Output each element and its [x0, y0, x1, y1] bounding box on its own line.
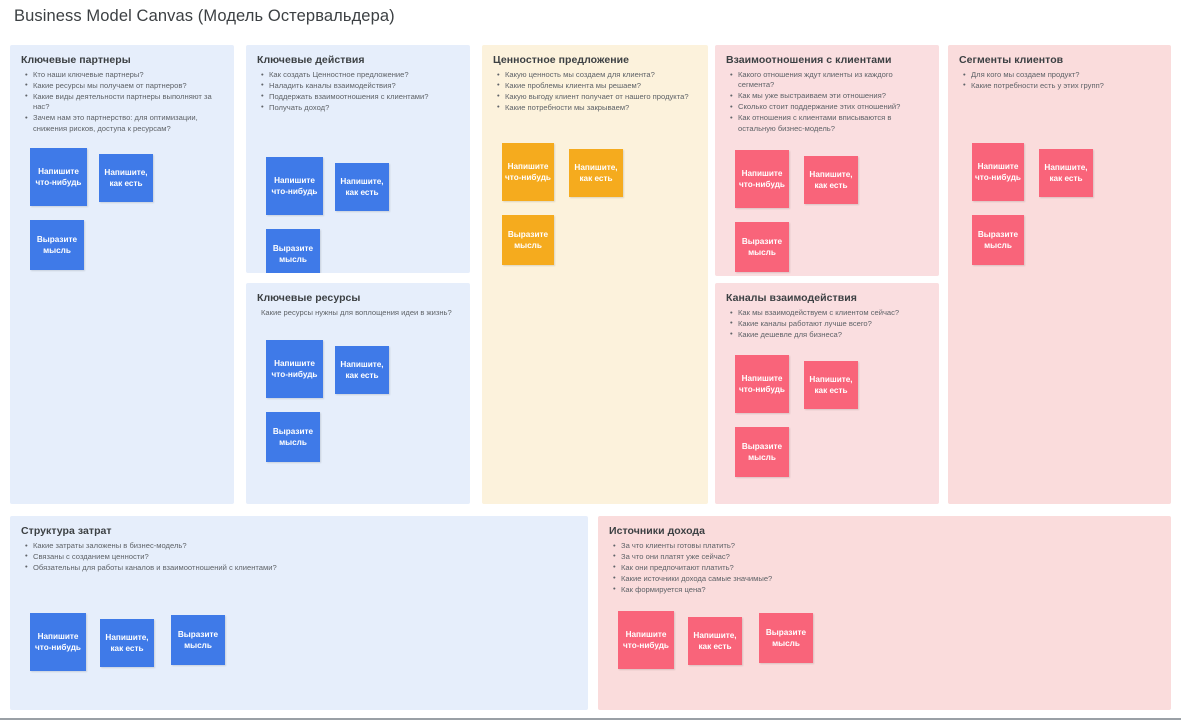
sticky-note-write-as-is[interactable]: Напишите, как есть [335, 346, 389, 395]
sticky-note-write-something[interactable]: Напишите что-нибудь [972, 143, 1024, 202]
sticky-note-write-something[interactable]: Напишите что-нибудь [266, 340, 323, 399]
sticky-note-write-as-is[interactable]: Напишите, как есть [804, 361, 858, 410]
block-customer-relationships[interactable]: Взаимоотношения с клиентами Какого отнош… [715, 45, 939, 276]
sticky-note-write-as-is[interactable]: Напишите, как есть [1039, 149, 1093, 198]
sticky-note-write-something[interactable]: Напишите что-нибудь [735, 355, 789, 414]
sticky-note-write-as-is[interactable]: Напишите, как есть [99, 153, 153, 202]
question-item: Какую ценность мы создаем для клиента? [497, 69, 697, 80]
question-item: Какие виды деятельности партнеры выполня… [25, 91, 223, 113]
block-channels[interactable]: Каналы взаимодействия Как мы взаимодейст… [715, 283, 939, 504]
sticky-note-write-something[interactable]: Напишите что-нибудь [266, 157, 323, 216]
block-revenue-streams[interactable]: Источники дохода За что клиенты готовы п… [598, 516, 1171, 710]
block-customer-segments[interactable]: Сегменты клиентов Для кого мы создаем пр… [948, 45, 1171, 504]
question-list-cost-structure: Какие затраты заложены в бизнес-модель? … [25, 540, 577, 573]
block-title-customer-segments: Сегменты клиентов [959, 54, 1064, 66]
block-title-key-activities: Ключевые действия [257, 54, 365, 66]
sticky-note-write-as-is[interactable]: Напишите, как есть [688, 617, 742, 666]
sticky-note-express-thought[interactable]: Выразите мысль [30, 219, 84, 270]
question-list-customer-relationships: Какого отношения ждут клиенты из каждого… [730, 70, 928, 134]
question-item: Какие потребности мы закрываем? [497, 102, 697, 113]
block-title-cost-structure: Структура затрат [21, 525, 112, 537]
question-item: Какие каналы работают лучше всего? [730, 318, 928, 329]
block-title-key-partners: Ключевые партнеры [21, 54, 131, 66]
sticky-note-express-thought[interactable]: Выразите мысль [735, 221, 789, 272]
question-list-value-proposition: Какую ценность мы создаем для клиента? К… [497, 69, 697, 113]
question-item: Поддержать взаимоотношения с клиентами? [261, 91, 459, 102]
question-item: Обязательны для работы каналов и взаимоо… [25, 562, 577, 573]
block-title-value-proposition: Ценностное предложение [493, 54, 630, 66]
question-list-key-partners: Кто наши ключевые партнеры? Какие ресурс… [25, 69, 223, 134]
sticky-note-write-something[interactable]: Напишите что-нибудь [30, 613, 86, 672]
sticky-note-express-thought[interactable]: Выразите мысль [502, 215, 554, 266]
sticky-note-write-something[interactable]: Напишите что-нибудь [735, 149, 789, 208]
question-list-customer-segments: Для кого мы создаем продукт? Какие потре… [963, 69, 1160, 91]
block-key-partners[interactable]: Ключевые партнеры Кто наши ключевые парт… [10, 45, 234, 504]
question-item: За что они платят уже сейчас? [613, 551, 1160, 562]
block-title-revenue-streams: Источники дохода [609, 525, 706, 537]
sticky-note-express-thought[interactable]: Выразите мысль [171, 615, 225, 666]
sticky-note-write-as-is[interactable]: Напишите, как есть [804, 155, 858, 204]
question-item: Связаны с созданием ценности? [25, 551, 577, 562]
page-title: Business Model Canvas (Модель Остервальд… [14, 7, 395, 25]
block-subtitle-key-resources: Какие ресурсы нужны для воплощения идеи … [261, 308, 452, 317]
question-item: Как отношения с клиентами вписываются в … [730, 113, 928, 134]
sticky-note-write-as-is[interactable]: Напишите, как есть [335, 163, 389, 212]
question-item: Какую выгоду клиент получает от нашего п… [497, 91, 697, 102]
block-title-channels: Каналы взаимодействия [726, 292, 857, 304]
question-item: Для кого мы создаем продукт? [963, 69, 1160, 80]
sticky-note-express-thought[interactable]: Выразите мысль [266, 412, 320, 463]
block-value-proposition[interactable]: Ценностное предложение Какую ценность мы… [482, 45, 708, 504]
question-item: Какие проблемы клиента мы решаем? [497, 80, 697, 91]
question-item: Какие ресурсы мы получаем от партнеров? [25, 80, 223, 91]
sticky-note-write-something[interactable]: Напишите что-нибудь [618, 611, 674, 670]
question-list-channels: Как мы взаимодействуем с клиентом сейчас… [730, 307, 928, 340]
question-item: Как мы взаимодействуем с клиентом сейчас… [730, 307, 928, 318]
question-item: Кто наши ключевые партнеры? [25, 69, 223, 80]
block-key-activities[interactable]: Ключевые действия Как создать Ценностное… [246, 45, 470, 273]
question-item: Зачем нам это партнерство: для оптимизац… [25, 113, 223, 134]
block-cost-structure[interactable]: Структура затрат Какие затраты заложены … [10, 516, 588, 710]
sticky-note-express-thought[interactable]: Выразите мысль [266, 229, 320, 273]
question-item: Как создать Ценностное предложение? [261, 69, 459, 80]
question-item: Какого отношения ждут клиенты из каждого… [730, 70, 928, 91]
question-item: Как формируется цена? [613, 584, 1160, 595]
block-title-key-resources: Ключевые ресурсы [257, 292, 361, 304]
question-list-revenue-streams: За что клиенты готовы платить? За что он… [613, 540, 1160, 595]
question-item: Какие источники дохода самые значимые? [613, 573, 1160, 584]
block-title-customer-relationships: Взаимоотношения с клиентами [726, 54, 892, 66]
question-item: Как они предпочитают платить? [613, 562, 1160, 573]
sticky-note-express-thought[interactable]: Выразите мысль [972, 215, 1024, 266]
sticky-note-express-thought[interactable]: Выразите мысль [735, 427, 789, 478]
question-item: Какие затраты заложены в бизнес-модель? [25, 540, 577, 551]
sticky-note-write-as-is[interactable]: Напишите, как есть [100, 619, 154, 668]
question-item: За что клиенты готовы платить? [613, 540, 1160, 551]
sticky-note-write-something[interactable]: Напишите что-нибудь [502, 143, 554, 202]
question-item: Какие потребности есть у этих групп? [963, 80, 1160, 91]
question-list-key-activities: Как создать Ценностное предложение? Нала… [261, 69, 459, 113]
sticky-note-express-thought[interactable]: Выразите мысль [759, 613, 813, 664]
sticky-note-write-as-is[interactable]: Напишите, как есть [569, 149, 623, 198]
question-item: Сколько стоит поддержание этих отношений… [730, 102, 928, 113]
question-item: Какие дешевле для бизнеса? [730, 329, 928, 340]
question-item: Как мы уже выстраиваем эти отношения? [730, 91, 928, 102]
block-key-resources[interactable]: Ключевые ресурсы Какие ресурсы нужны для… [246, 283, 470, 504]
question-item: Получать доход? [261, 102, 459, 113]
question-item: Наладить каналы взаимодействия? [261, 80, 459, 91]
sticky-note-write-something[interactable]: Напишите что-нибудь [30, 147, 87, 206]
